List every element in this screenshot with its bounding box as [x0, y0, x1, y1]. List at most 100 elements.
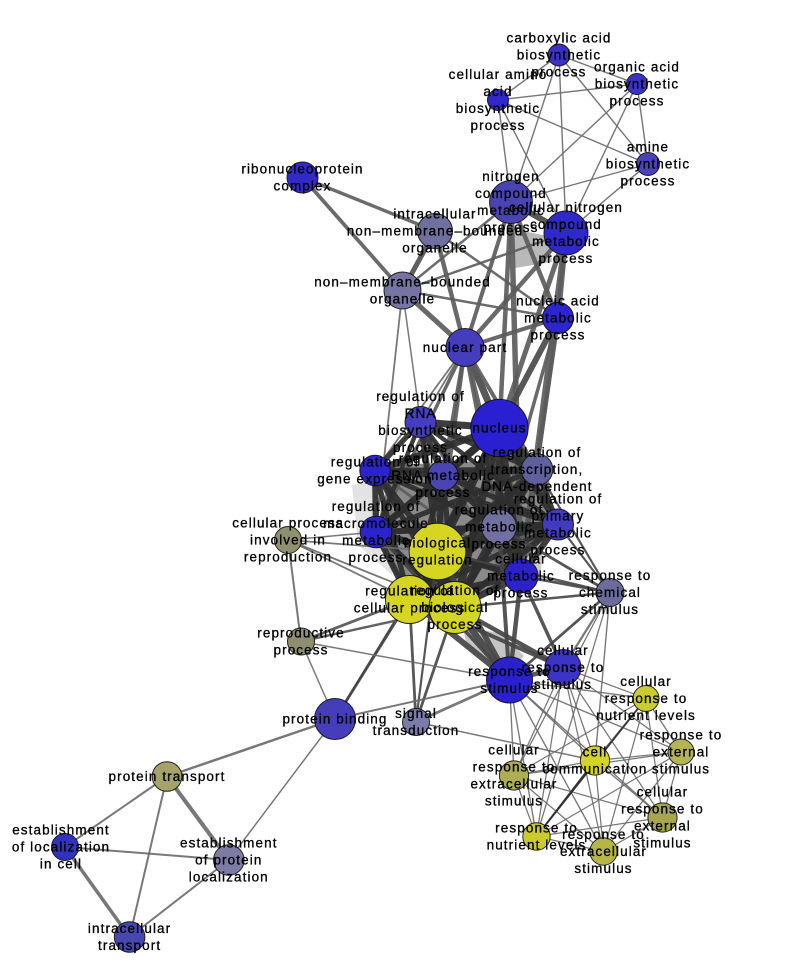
svg-text:process: process: [471, 118, 526, 133]
svg-text:gene expression: gene expression: [317, 472, 433, 487]
svg-text:cellular: cellular: [537, 643, 589, 658]
svg-text:transport: transport: [98, 938, 161, 953]
svg-text:transduction: transduction: [373, 723, 460, 738]
svg-text:nitrogen: nitrogen: [482, 169, 540, 184]
svg-text:process: process: [484, 220, 539, 235]
svg-text:extracellular: extracellular: [560, 844, 647, 859]
svg-text:establishment: establishment: [180, 836, 278, 851]
svg-text:metabolic: metabolic: [477, 203, 545, 218]
svg-text:compound: compound: [475, 186, 547, 201]
svg-text:nutrient levels: nutrient levels: [487, 838, 587, 853]
svg-text:cell: cell: [583, 745, 608, 760]
svg-text:intracellular: intracellular: [393, 207, 476, 222]
svg-text:extracellular: extracellular: [470, 777, 557, 792]
svg-text:regulation of: regulation of: [514, 492, 603, 507]
svg-text:biosynthetic: biosynthetic: [517, 48, 602, 63]
svg-text:of localization: of localization: [12, 840, 110, 855]
svg-text:process: process: [428, 617, 483, 632]
svg-text:biosynthetic: biosynthetic: [595, 77, 680, 92]
svg-text:cellular process: cellular process: [354, 601, 465, 616]
svg-text:process: process: [349, 550, 404, 565]
svg-text:process: process: [393, 440, 448, 455]
svg-text:acid: acid: [483, 84, 512, 99]
svg-text:protein transport: protein transport: [108, 769, 225, 784]
svg-text:response to: response to: [621, 802, 704, 817]
svg-text:chemical: chemical: [579, 585, 641, 600]
svg-text:metabolic: metabolic: [524, 311, 592, 326]
svg-text:stimulus: stimulus: [581, 602, 639, 617]
svg-text:stimulus: stimulus: [652, 762, 710, 777]
svg-text:RNA: RNA: [405, 406, 437, 421]
svg-text:response to: response to: [569, 568, 652, 583]
svg-text:cellular: cellular: [620, 674, 672, 689]
svg-text:transcription,: transcription,: [491, 462, 584, 477]
svg-text:biological: biological: [404, 536, 471, 551]
svg-text:DNA-dependent: DNA-dependent: [481, 479, 592, 494]
svg-text:regulation of: regulation of: [332, 499, 421, 514]
svg-text:stimulus: stimulus: [485, 794, 543, 809]
svg-text:primary: primary: [532, 509, 585, 524]
svg-text:nuclear part: nuclear part: [423, 340, 508, 355]
svg-text:RNA metabolic: RNA metabolic: [391, 468, 495, 483]
svg-text:nutrient levels: nutrient levels: [596, 708, 696, 723]
svg-text:process: process: [274, 643, 329, 658]
svg-text:cellular: cellular: [488, 743, 540, 758]
svg-text:intracellular: intracellular: [88, 921, 171, 936]
svg-text:biosynthetic: biosynthetic: [456, 101, 541, 116]
svg-text:non–membrane–bounded: non–membrane–bounded: [314, 275, 491, 290]
svg-text:process: process: [610, 94, 665, 109]
svg-text:nucleic acid: nucleic acid: [516, 294, 600, 309]
svg-text:process: process: [531, 328, 586, 343]
svg-text:process: process: [539, 251, 594, 266]
svg-text:stimulus: stimulus: [480, 681, 538, 696]
svg-text:response to: response to: [522, 660, 605, 675]
svg-text:response to: response to: [473, 760, 556, 775]
svg-text:response to: response to: [605, 691, 688, 706]
svg-text:regulation of: regulation of: [399, 451, 488, 466]
svg-text:biological: biological: [421, 600, 488, 615]
svg-text:signal: signal: [395, 706, 437, 721]
svg-text:establishment: establishment: [12, 823, 110, 838]
svg-text:regulation of: regulation of: [411, 583, 500, 598]
svg-text:process: process: [621, 174, 676, 189]
svg-text:regulation: regulation: [402, 553, 472, 568]
svg-text:organelle: organelle: [370, 292, 435, 307]
svg-text:response to: response to: [495, 821, 578, 836]
svg-text:stimulus: stimulus: [534, 677, 592, 692]
svg-text:biosynthetic: biosynthetic: [606, 157, 691, 172]
svg-text:cellular process: cellular process: [232, 516, 343, 531]
svg-text:external: external: [634, 819, 691, 834]
svg-text:regulation of: regulation of: [376, 389, 465, 404]
svg-text:organelle: organelle: [402, 241, 467, 256]
svg-text:ribonucleoprotein: ribonucleoprotein: [241, 162, 363, 177]
svg-text:regulation of: regulation of: [331, 455, 420, 470]
svg-text:metabolic: metabolic: [342, 533, 410, 548]
svg-text:carboxylic acid: carboxylic acid: [506, 31, 611, 46]
svg-text:metabolic: metabolic: [487, 569, 555, 584]
svg-text:macromolecule: macromolecule: [323, 516, 429, 531]
svg-text:response to: response to: [468, 664, 551, 679]
svg-text:stimulus: stimulus: [633, 836, 691, 851]
svg-text:localization: localization: [189, 870, 269, 885]
svg-text:biosynthetic: biosynthetic: [378, 423, 463, 438]
svg-text:reproductive: reproductive: [257, 626, 345, 641]
svg-text:complex: complex: [274, 179, 332, 194]
svg-text:metabolic: metabolic: [465, 520, 533, 535]
svg-text:regulation of: regulation of: [455, 503, 544, 518]
svg-text:cellular nitrogen: cellular nitrogen: [509, 200, 623, 215]
svg-text:reproduction: reproduction: [244, 550, 332, 565]
svg-text:compound: compound: [530, 217, 602, 232]
svg-text:response to: response to: [640, 728, 723, 743]
svg-text:organic acid: organic acid: [594, 60, 680, 75]
svg-text:of protein: of protein: [195, 853, 262, 868]
svg-text:metabolic: metabolic: [532, 234, 600, 249]
svg-text:cellular: cellular: [495, 552, 547, 567]
svg-text:cellular amino: cellular amino: [449, 67, 548, 82]
svg-text:process: process: [472, 537, 527, 552]
svg-text:metabolic: metabolic: [524, 526, 592, 541]
svg-text:stimulus: stimulus: [574, 861, 632, 876]
svg-text:response to: response to: [562, 827, 645, 842]
svg-text:process: process: [531, 543, 586, 558]
svg-text:nucleus: nucleus: [472, 421, 526, 436]
svg-text:process: process: [532, 65, 587, 80]
